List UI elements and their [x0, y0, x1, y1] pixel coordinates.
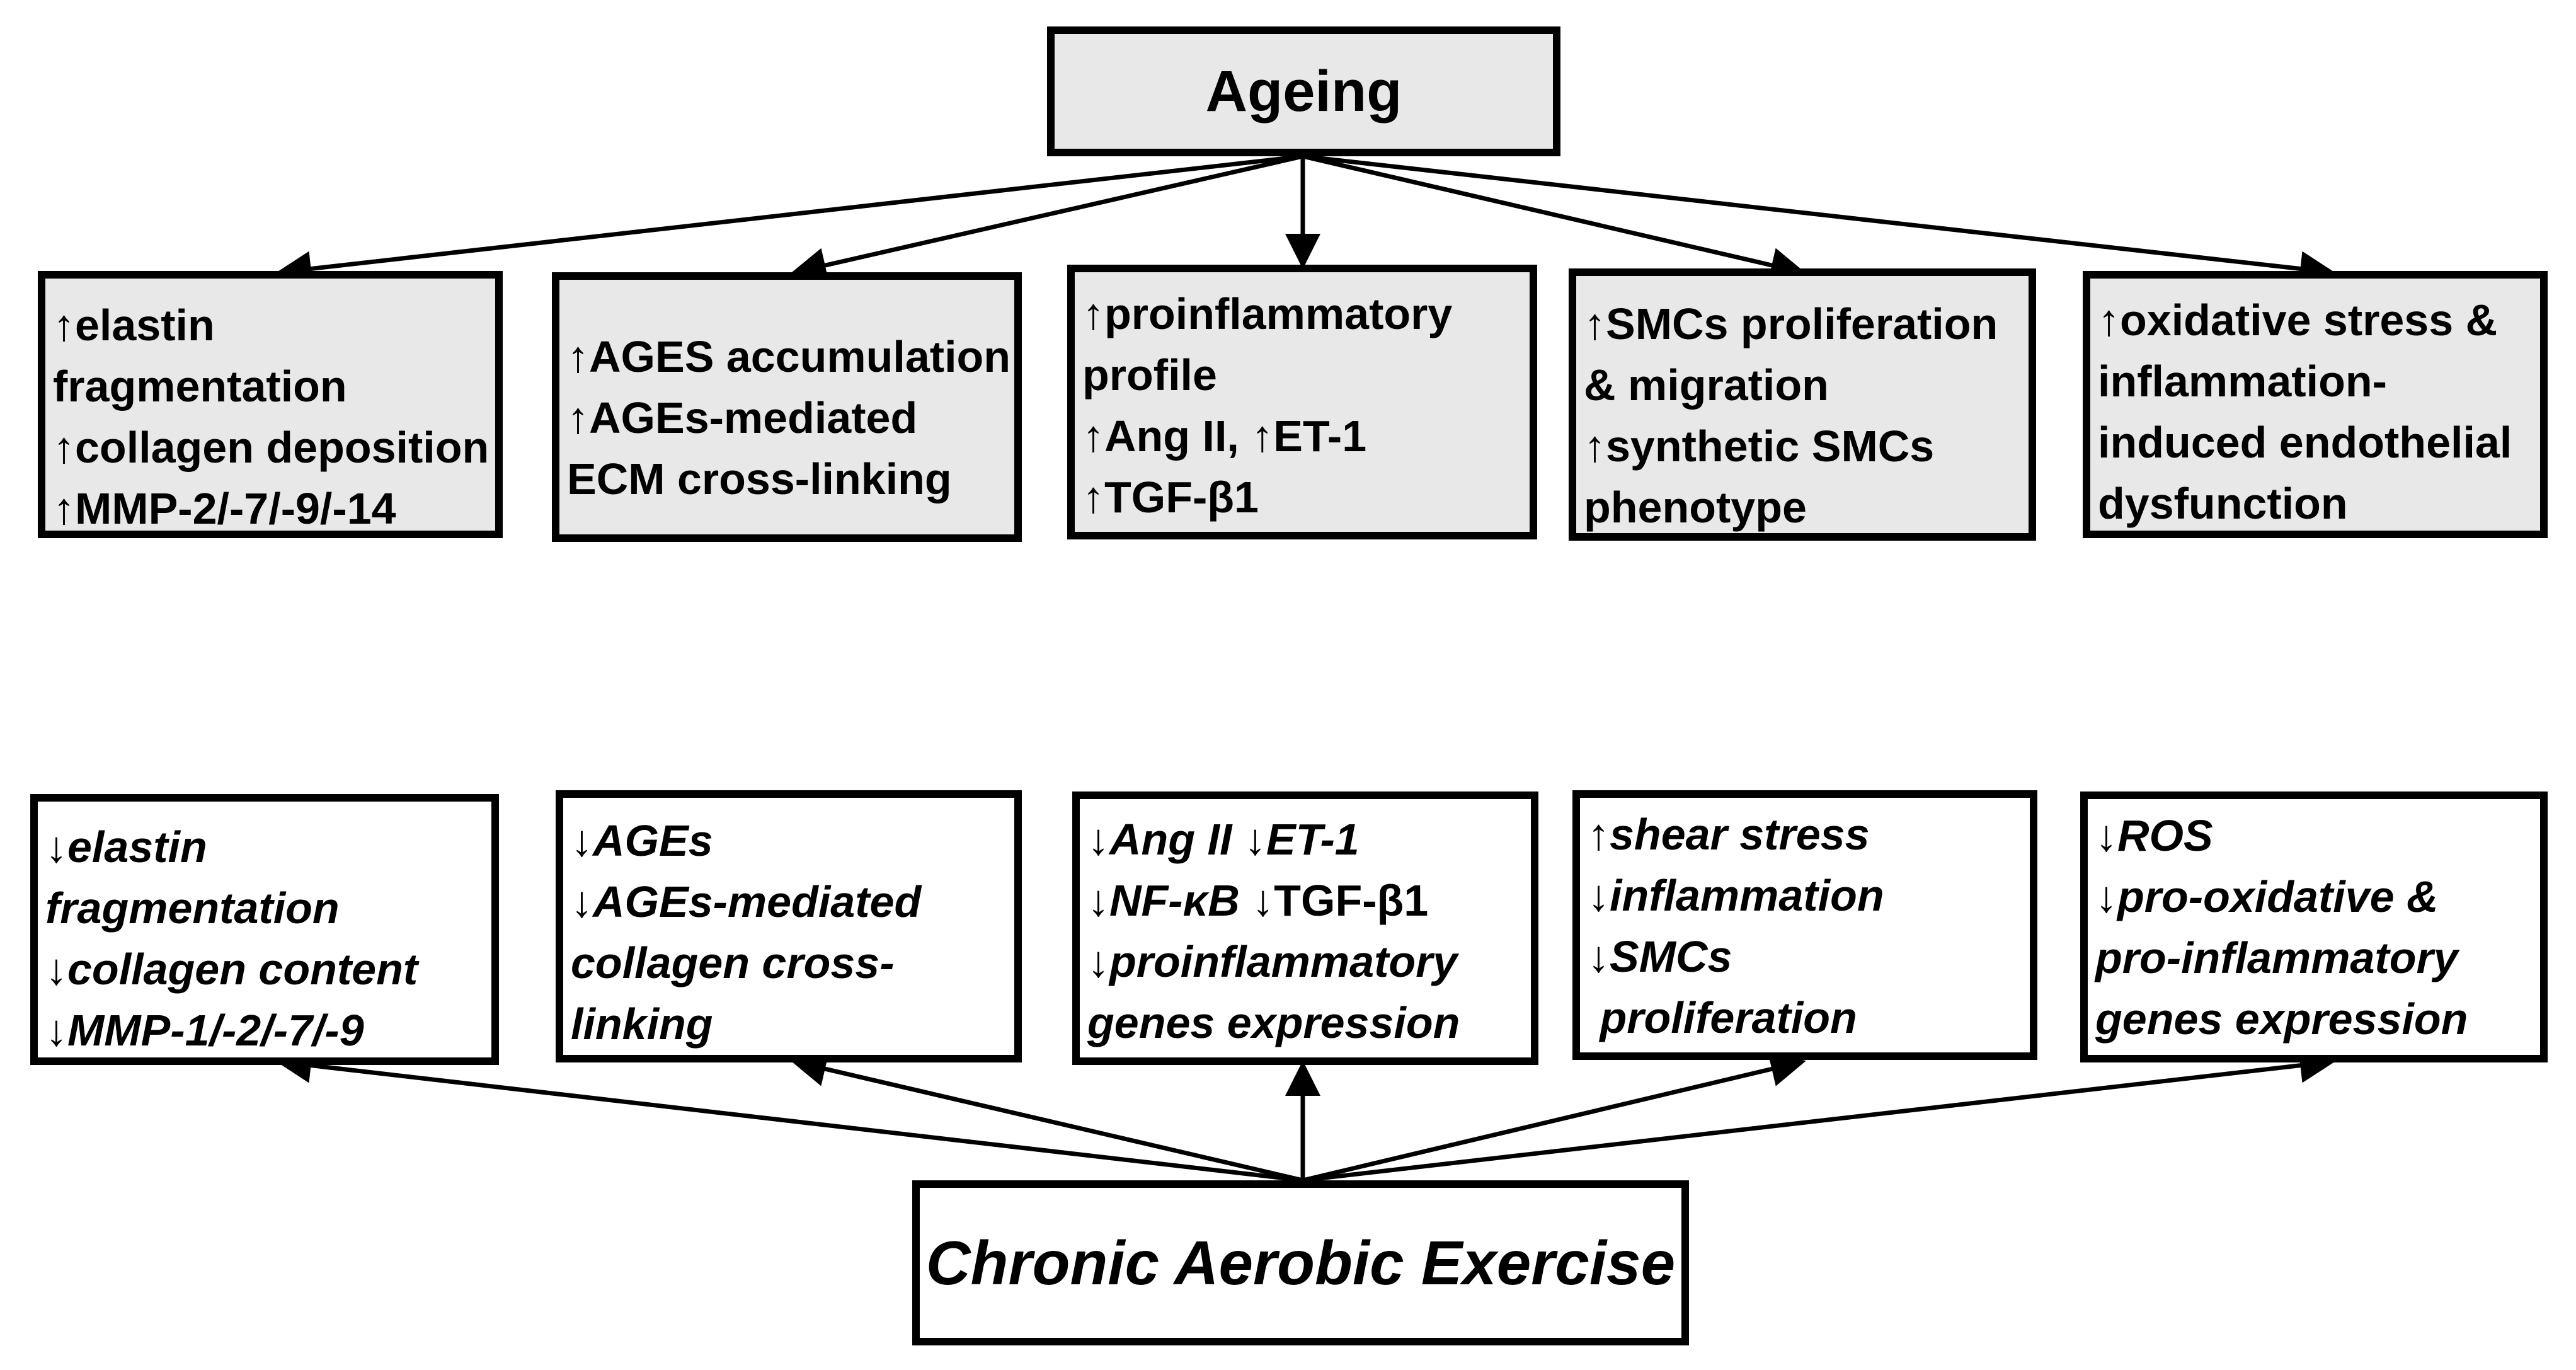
ageing-box-3-line-1: ↑proinflammatory [1082, 289, 1453, 338]
ageing-title: Ageing [1205, 59, 1402, 124]
exercise-box-1-line-4: ↓MMP-1/-2/-7/-9 [45, 1006, 364, 1055]
ageing-box-4-line-3: ↑synthetic SMCs [1584, 422, 1935, 471]
exercise-box-1-line-3: ↓collagen content [45, 945, 418, 994]
ageing-box-5-line-4: dysfunction [2098, 479, 2348, 528]
exercise-box-2-line-3: collagen cross- [571, 938, 895, 987]
ageing-box-5-line-1: ↑oxidative stress & [2098, 296, 2498, 345]
ageing-box-5-line-3: induced endothelial [2098, 418, 2512, 467]
arrow-exercise-to-box-4 [1302, 1052, 1806, 1183]
ageing-box-1-line-1: ↑elastin [53, 301, 215, 350]
exercise-box-5-line-4: genes expression [2095, 994, 2468, 1044]
exercise-effect-box-5: ↓ROS ↓pro-oxidative & pro-inflammatory g… [2080, 791, 2548, 1062]
exercise-box-1-line-2: fragmentation [45, 884, 340, 933]
ageing-box: Ageing [1047, 26, 1560, 156]
arrow-ageing-to-box-2 [791, 154, 1303, 283]
ageing-box-3-line-3: ↑Ang II, ↑ET-1 [1082, 412, 1367, 461]
exercise-box-3-line-1: ↓Ang II ↓ET-1 [1087, 815, 1360, 864]
arrow-exercise-to-box-5 [1302, 1047, 2335, 1183]
ageing-effect-box-1: ↑elastin fragmentation ↑collagen deposit… [38, 271, 503, 538]
exercise-effect-box-4: ↑shear stress ↓inflammation ↓SMCs prolif… [1572, 790, 2037, 1060]
ageing-box-2-line-3: ECM cross-linking [567, 454, 952, 504]
ageing-box-3-line-2: profile [1082, 350, 1217, 400]
ageing-effect-box-5: ↑oxidative stress & inflammation- induce… [2083, 271, 2548, 538]
ageing-effect-box-3: ↑proinflammatory profile ↑Ang II, ↑ET-1 … [1067, 265, 1537, 539]
exercise-box-4-line-2: ↓inflammation [1588, 871, 1884, 920]
ageing-box-4-line-4: phenotype [1584, 483, 1807, 532]
ageing-box-2-line-1: ↑AGES accumulation [567, 332, 1011, 381]
exercise-effect-box-2: ↓AGEs ↓AGEs-mediated collagen cross- lin… [556, 790, 1022, 1062]
exercise-box-4-line-1: ↑shear stress [1588, 810, 1870, 859]
exercise-box: Chronic Aerobic Exercise [912, 1180, 1689, 1345]
exercise-box-3-line-4: genes expression [1087, 998, 1460, 1047]
ageing-box-4-line-1: ↑SMCs proliferation [1584, 299, 1998, 348]
arrow-exercise-to-box-2 [791, 1051, 1303, 1183]
exercise-effect-box-1: ↓elastin fragmentation ↓collagen content… [30, 794, 499, 1065]
exercise-box-3-line-3: ↓proinflammatory [1087, 937, 1458, 986]
exercise-box-2-line-2: ↓AGEs-mediated [571, 877, 922, 926]
ageing-effect-box-2: ↑AGES accumulation ↑AGEs-mediated ECM cr… [552, 272, 1022, 542]
exercise-box-2-line-1: ↓AGEs [571, 816, 713, 865]
exercise-effect-box-3: ↓Ang II ↓ET-1 ↓NF-κB ↓TGF-β1 ↓proinflamm… [1072, 791, 1538, 1065]
arrow-exercise-to-box-1 [276, 1047, 1303, 1183]
arrow-ageing-to-box-1 [276, 154, 1303, 287]
exercise-box-4-line-4: proliferation [1588, 993, 1857, 1042]
exercise-box-5-line-2: ↓pro-oxidative & [2095, 872, 2439, 921]
exercise-box-2-line-4: linking [571, 999, 713, 1049]
exercise-box-4-line-3: ↓SMCs [1588, 932, 1732, 981]
ageing-box-4-line-2: & migration [1584, 360, 1829, 410]
exercise-box-5-line-3: pro-inflammatory [2095, 933, 2458, 982]
ageing-box-1-line-4: ↑MMP-2/-7/-9/-14 [53, 484, 396, 533]
ageing-box-1-line-2: fragmentation [53, 362, 347, 411]
ageing-box-3-line-4: ↑TGF-β1 [1082, 473, 1259, 522]
ageing-effect-box-4: ↑SMCs proliferation & migration ↑synthet… [1569, 268, 2036, 541]
exercise-title: Chronic Aerobic Exercise [925, 1228, 1676, 1298]
ageing-box-2-line-2: ↑AGEs-mediated [567, 393, 918, 442]
arrow-ageing-to-box-4 [1302, 154, 1806, 283]
ageing-box-1-line-3: ↑collagen deposition [53, 423, 489, 472]
exercise-box-5-line-1: ↓ROS [2095, 811, 2213, 860]
exercise-box-3-line-2: ↓NF-κB ↓TGF-β1 [1087, 876, 1429, 925]
arrow-ageing-to-box-5 [1302, 154, 2335, 287]
exercise-box-1-line-1: ↓elastin [45, 822, 207, 872]
ageing-box-5-line-2: inflammation- [2098, 357, 2387, 406]
